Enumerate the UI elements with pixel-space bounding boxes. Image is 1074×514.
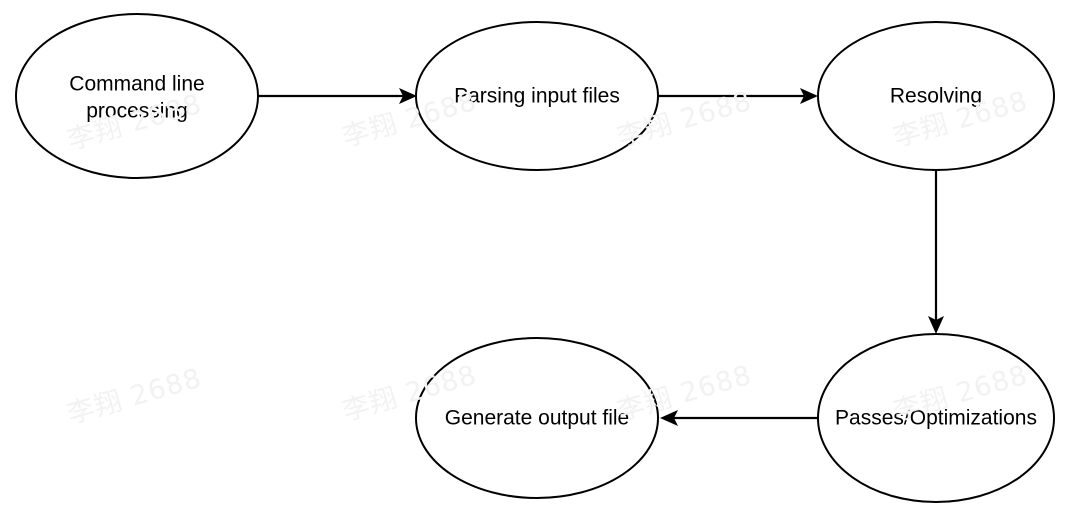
edge-cmdline-to-parsing: [258, 88, 417, 104]
node-resolving[interactable]: Resolving: [817, 21, 1055, 171]
node-ellipse[interactable]: [15, 13, 259, 179]
node-label-line1: Command line: [69, 73, 204, 96]
node-parsing-input-files[interactable]: Parsing input files: [415, 21, 659, 171]
arrowhead-icon: [928, 316, 944, 334]
node-command-line-processing[interactable]: Command line processing: [15, 13, 259, 179]
arrowhead-icon: [660, 410, 678, 426]
node-ellipse[interactable]: [415, 337, 659, 499]
node-label: Resolving: [890, 85, 982, 108]
node-generate-output-file[interactable]: Generate output file: [415, 337, 659, 499]
arrowhead-icon: [800, 88, 818, 104]
node-label: Parsing input files: [454, 85, 620, 108]
node-label: Generate output file: [445, 407, 629, 430]
edge-parsing-to-resolving: [658, 88, 818, 104]
edge-passes-to-generate: [660, 410, 818, 426]
edge-resolving-to-passes: [928, 170, 944, 334]
node-label: Passes/Optimizations: [835, 407, 1037, 430]
arrowhead-icon: [399, 88, 417, 104]
node-label-line2: processing: [86, 100, 188, 123]
node-passes-optimizations[interactable]: Passes/Optimizations: [817, 333, 1055, 503]
